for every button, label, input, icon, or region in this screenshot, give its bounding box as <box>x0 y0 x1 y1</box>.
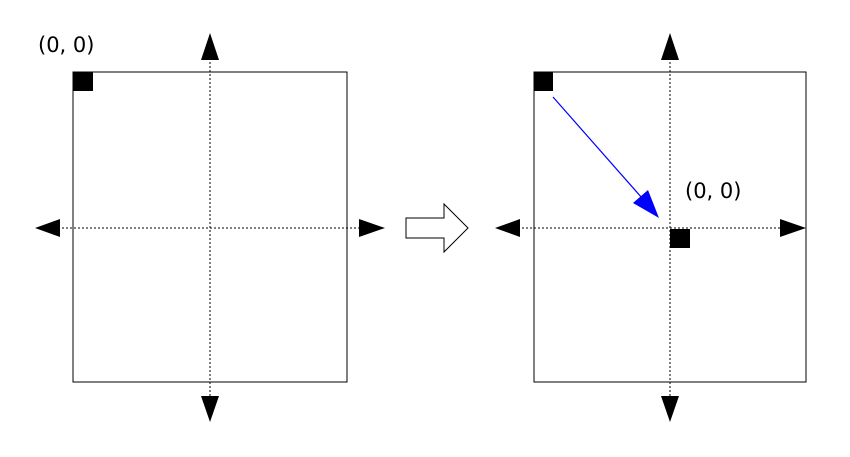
right-axis-left-arrowhead-icon <box>495 219 520 237</box>
right-axis-down-arrowhead-icon <box>661 396 679 422</box>
left-axis-up-arrowhead-icon <box>201 33 219 60</box>
left-axis-left-arrowhead-icon <box>35 219 60 237</box>
left-axis-down-arrowhead-icon <box>201 396 219 422</box>
left-origin-label: (0, 0) <box>38 33 94 57</box>
left-panel: (0, 0) <box>35 33 385 422</box>
right-axis-up-arrowhead-icon <box>661 33 679 60</box>
left-axis-right-arrowhead-icon <box>359 219 385 237</box>
translation-arrow-shaft <box>552 96 643 199</box>
right-panel: (0, 0) <box>495 33 807 422</box>
translation-arrowhead-icon <box>633 190 659 218</box>
right-new-origin-marker-icon <box>670 229 690 248</box>
left-origin-marker-icon <box>73 72 93 91</box>
right-origin-label: (0, 0) <box>685 179 741 203</box>
hollow-right-arrow-icon <box>405 202 469 254</box>
right-axis-right-arrowhead-icon <box>780 219 806 237</box>
right-old-origin-marker-icon <box>534 72 553 91</box>
